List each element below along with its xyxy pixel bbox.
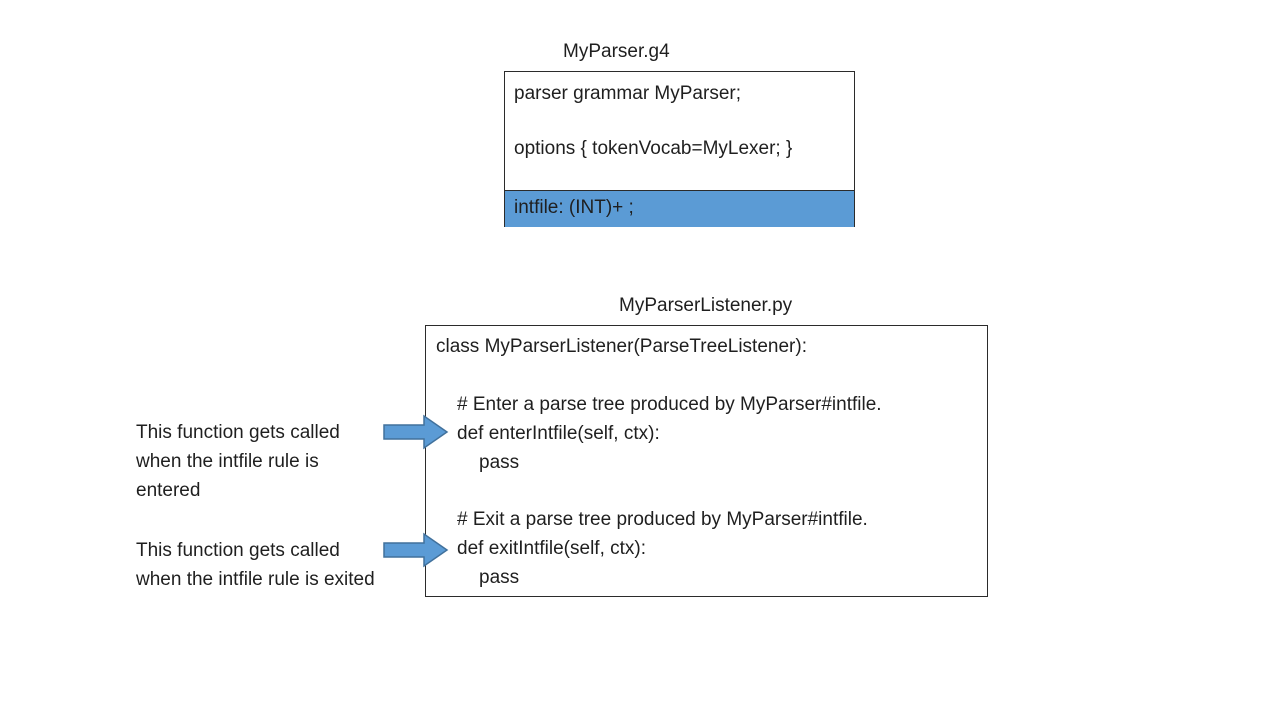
code-line: pass xyxy=(479,567,520,588)
intfile-rule-highlight: intfile: (INT)+ ; xyxy=(505,190,854,227)
right-arrow-icon xyxy=(383,414,449,450)
code-line: def enterIntfile(self, ctx): xyxy=(457,423,660,444)
enter-annotation: This function gets called when the intfi… xyxy=(136,422,340,501)
code-line: intfile: (INT)+ ; xyxy=(514,197,634,218)
listener-file-title: MyParserListener.py xyxy=(619,295,793,316)
code-line: options { tokenVocab=MyLexer; } xyxy=(514,138,793,159)
code-line: # Exit a parse tree produced by MyParser… xyxy=(457,509,868,530)
code-line: pass xyxy=(479,452,520,473)
parser-grammar-box: parser grammar MyParser; options { token… xyxy=(504,71,855,227)
right-arrow-icon xyxy=(383,532,449,568)
listener-code-box: class MyParserListener(ParseTreeListener… xyxy=(425,325,988,597)
code-line: # Enter a parse tree produced by MyParse… xyxy=(457,394,882,415)
code-line: def exitIntfile(self, ctx): xyxy=(457,538,647,559)
code-line: parser grammar MyParser; xyxy=(514,83,741,104)
parser-file-title: MyParser.g4 xyxy=(563,41,670,62)
exit-annotation: This function gets called when the intfi… xyxy=(136,540,375,590)
code-line: class MyParserListener(ParseTreeListener… xyxy=(436,336,807,357)
